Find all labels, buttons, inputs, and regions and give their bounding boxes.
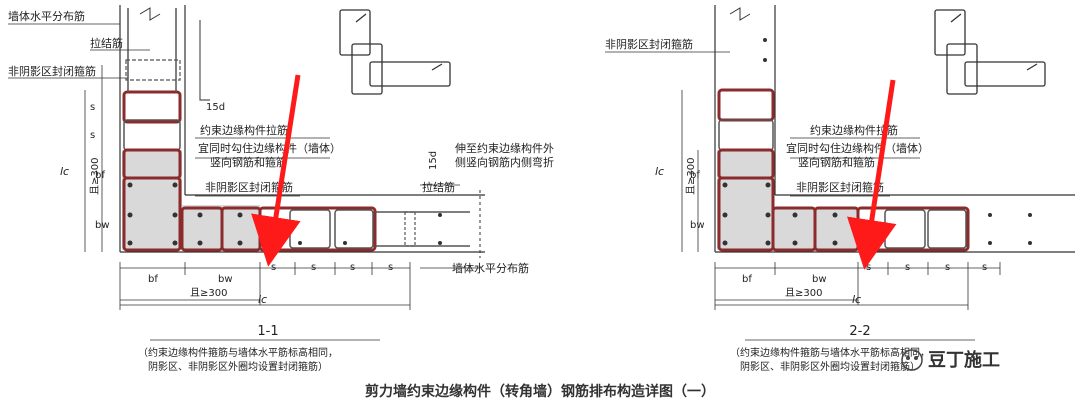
right-stirrup-v2 bbox=[718, 119, 774, 151]
left-label-15d-right: 15d bbox=[428, 151, 439, 170]
left-label-tie-bar-right: 拉结筋 bbox=[422, 180, 455, 194]
right-red-arrow bbox=[847, 79, 897, 270]
right-label-lc: lc bbox=[852, 293, 861, 306]
left-label-extend-note-2: 侧竖向钢筋内侧弯折 bbox=[455, 155, 554, 169]
left-label-bf: bf bbox=[148, 274, 158, 285]
figure-caption: 剪力墙约束边缘构件（转角墙）钢筋排布构造详图（一） bbox=[365, 383, 715, 400]
left-label-bw-vertical: bw bbox=[95, 220, 110, 231]
left-label-lc-vertical: lc bbox=[60, 165, 69, 178]
left-label-s-h3: s bbox=[350, 262, 355, 273]
left-label-constraint-tie: 约束边缘构件拉筋 bbox=[200, 123, 288, 137]
right-rebar-dots bbox=[722, 38, 1032, 246]
joint-sketch-right bbox=[934, 9, 1046, 95]
left-stirrup-v2 bbox=[123, 119, 181, 151]
left-label-lc: lc bbox=[258, 293, 267, 306]
left-note-2: 阴影区、非阴影区外圈均设置封闭箍筋） bbox=[148, 360, 328, 373]
left-label-tie-bar: 拉结筋 bbox=[90, 36, 123, 50]
right-label-s-h3: s bbox=[945, 262, 950, 273]
right-break-mark-top bbox=[729, 7, 751, 21]
right-label-s-h2: s bbox=[905, 262, 910, 273]
left-tie-h1 bbox=[289, 209, 331, 249]
left-label-extend-note-1: 伸至约束边缘构件外 bbox=[455, 141, 554, 155]
left-label-hook-note-2: 竖向钢筋和箍筋 bbox=[210, 155, 287, 169]
right-dim-ticks bbox=[714, 262, 1001, 310]
left-label-s-h2: s bbox=[311, 262, 316, 273]
left-label-bw: bw bbox=[218, 274, 233, 285]
watermark: 豆丁施工 bbox=[901, 349, 1000, 371]
left-note-1: （约束边缘构件箍筋与墙体水平筋标高相同， bbox=[138, 346, 338, 359]
right-label-gte300-vertical: 且≥300 bbox=[685, 158, 697, 195]
left-stirrup-v1 bbox=[122, 90, 182, 124]
right-label-bf: bf bbox=[742, 274, 752, 285]
left-break-mark-top bbox=[139, 7, 161, 21]
left-label-hook-note-1: 宜同时勾住边缘构件（墙体） bbox=[198, 141, 341, 155]
left-label-gte300-vertical: 且≥300 bbox=[89, 158, 101, 195]
right-label-bf-vertical: bf bbox=[690, 170, 700, 181]
right-label-constraint-tie: 约束边缘构件拉筋 bbox=[810, 123, 898, 137]
right-tie-h2 bbox=[927, 209, 967, 249]
left-detail: 墙体水平分布筋 拉结筋 非阴影区封闭箍筋 15d s s lc bf bw 且≥… bbox=[8, 5, 554, 373]
left-tie-h2 bbox=[334, 209, 374, 249]
left-label-non-shadow-stirrup-2: 非阴影区封闭箍筋 bbox=[205, 180, 293, 194]
left-label-bf-vertical: bf bbox=[95, 170, 105, 181]
left-rebar-dots bbox=[127, 182, 442, 246]
left-label-gte300: 且≥300 bbox=[190, 287, 227, 299]
right-stirrup-v1 bbox=[717, 88, 775, 122]
watermark-icon bbox=[901, 349, 923, 371]
left-leaders bbox=[8, 23, 480, 269]
right-shadow-zone-vertical bbox=[717, 150, 773, 250]
left-label-s-2: s bbox=[90, 130, 95, 141]
right-label-bw-vertical: bw bbox=[690, 220, 705, 231]
right-note-2: 阴影区、非阴影区外圈均设置封闭箍筋） bbox=[740, 360, 920, 373]
right-detail: 非阴影区封闭箍筋 约束边缘构件拉筋 宜同时勾住边缘构件（墙体） 竖向钢筋和箍筋 … bbox=[605, 5, 1075, 373]
left-label-s-1: s bbox=[90, 102, 95, 113]
left-label-non-shadow-stirrup: 非阴影区封闭箍筋 bbox=[8, 64, 96, 78]
watermark-text: 豆丁施工 bbox=[928, 349, 1000, 371]
left-label-s-h4: s bbox=[388, 262, 393, 273]
right-label-non-shadow-stirrup-2: 非阴影区封闭箍筋 bbox=[796, 180, 884, 194]
left-upper-closed-stirrup bbox=[125, 59, 181, 81]
right-label-bw: bw bbox=[812, 274, 827, 285]
left-label-15d: 15d bbox=[206, 102, 225, 113]
right-label-s-h4: s bbox=[982, 262, 987, 273]
joint-sketch-left bbox=[339, 9, 451, 95]
left-red-arrow bbox=[251, 74, 301, 267]
left-label-s-h1: s bbox=[271, 262, 276, 273]
right-label-gte300: 且≥300 bbox=[785, 287, 822, 299]
left-section-label: 1-1 bbox=[257, 324, 278, 339]
right-label-non-shadow-stirrup: 非阴影区封闭箍筋 bbox=[605, 37, 693, 51]
right-label-hook-note-1: 宜同时勾住边缘构件（墙体） bbox=[786, 141, 929, 155]
right-label-s-h1: s bbox=[866, 262, 871, 273]
right-section-label: 2-2 bbox=[849, 324, 870, 339]
left-shadow-zone-vertical bbox=[122, 150, 182, 250]
left-label-wall-hbar-bottom: 墙体水平分布筋 bbox=[452, 261, 529, 275]
right-tie-h1 bbox=[884, 209, 926, 249]
right-label-lc-vertical: lc bbox=[655, 165, 664, 178]
right-note-1: （约束边缘构件箍筋与墙体水平筋标高相同， bbox=[730, 346, 930, 359]
left-label-wall-hbar: 墙体水平分布筋 bbox=[8, 9, 85, 23]
left-stirrup-corner bbox=[122, 176, 182, 252]
right-label-hook-note-2: 竖向钢筋和箍筋 bbox=[798, 155, 875, 169]
right-leaders bbox=[605, 51, 920, 197]
left-15d-hook bbox=[199, 20, 210, 101]
left-wall-bar-hook bbox=[404, 211, 416, 247]
